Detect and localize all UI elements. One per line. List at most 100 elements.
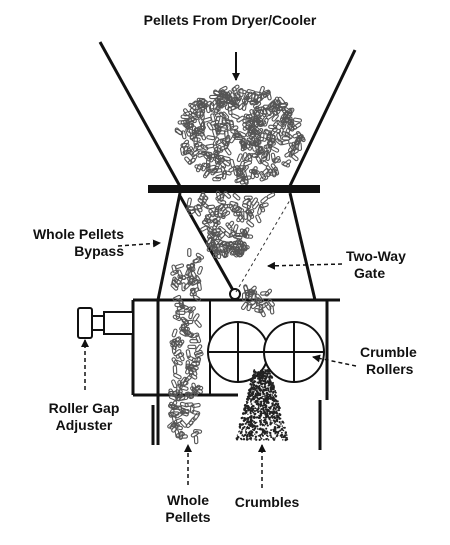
crumble-particle	[265, 415, 268, 418]
crumble-particle	[251, 415, 253, 417]
crumble-particle	[268, 416, 271, 419]
crumble-particle	[273, 423, 276, 425]
crumble-particle	[268, 406, 270, 409]
pellet-stream-bypass	[167, 247, 205, 445]
pellet	[181, 273, 190, 280]
pellet	[171, 389, 180, 397]
crumble-particle	[247, 432, 250, 435]
crumble-particle	[256, 421, 258, 424]
crumble-particle	[264, 411, 267, 413]
pellet	[250, 117, 260, 123]
pellet	[179, 385, 189, 391]
pellet	[234, 92, 241, 101]
pellet	[186, 128, 196, 135]
crumble-particle	[255, 416, 258, 419]
pellet	[202, 116, 212, 123]
pellet	[193, 256, 202, 264]
crumble-particle	[267, 389, 270, 392]
crumble-particle	[251, 411, 254, 413]
crumble-particle	[273, 404, 276, 407]
pellet	[188, 208, 197, 216]
crumble-particle	[267, 438, 269, 440]
pellet	[259, 171, 267, 180]
crumble-particle	[271, 410, 274, 413]
label-whole-pellets-bypass: Whole Pellets Bypass	[32, 226, 124, 259]
crumble-particle	[253, 409, 256, 412]
crumble-particle	[267, 380, 270, 383]
crumble-particle	[251, 385, 253, 387]
pellet	[260, 291, 270, 296]
pellet	[198, 98, 208, 105]
lower-funnel	[156, 192, 317, 301]
crumble-particle	[282, 426, 285, 429]
pellet	[176, 431, 185, 438]
pellet	[270, 152, 276, 162]
pellet	[194, 111, 204, 116]
crumble-particle	[246, 434, 249, 438]
crumble-particle	[266, 387, 270, 390]
pellet	[266, 192, 276, 199]
crumble-particle	[252, 397, 255, 401]
crumble-particle	[274, 391, 277, 394]
crumble-particle	[262, 382, 265, 384]
crumble-particle	[240, 430, 243, 434]
pellet	[168, 401, 178, 410]
crumble-particle	[252, 415, 256, 419]
crumble-particle	[247, 427, 250, 430]
pellet	[258, 117, 264, 127]
pellet	[180, 304, 190, 311]
pellet	[213, 168, 223, 174]
crumble-particle	[277, 408, 281, 412]
crumble-particle	[275, 395, 278, 397]
crumble-particle	[255, 408, 258, 410]
pellet	[259, 85, 265, 95]
crumble-particle	[266, 424, 269, 427]
crumble-particle	[256, 381, 259, 384]
crumble-particle	[252, 386, 255, 389]
crumble-particle	[239, 426, 242, 429]
crumble-particle	[241, 438, 243, 441]
pellet	[210, 210, 220, 216]
pellet	[224, 130, 229, 140]
pellet	[179, 419, 188, 428]
pellet	[180, 316, 189, 324]
crumble-particle	[250, 430, 253, 433]
crumble-particle	[281, 425, 284, 427]
crumble-particle	[259, 372, 262, 375]
pellet	[189, 263, 195, 273]
crumble-particle	[265, 369, 267, 372]
pellet	[230, 129, 239, 136]
crumble-particle	[241, 428, 244, 431]
crumble-particle	[248, 434, 251, 438]
pellet	[242, 230, 250, 239]
crumble-particle	[282, 439, 284, 441]
crumble-particle	[258, 415, 261, 418]
pellet	[273, 166, 280, 176]
pellet	[189, 107, 198, 116]
pellet	[207, 230, 216, 239]
crumble-particle	[245, 428, 247, 431]
pellet	[179, 146, 186, 156]
crumble-particle	[256, 393, 259, 396]
pellet	[191, 137, 201, 142]
pellet	[212, 218, 221, 226]
crumble-particle	[258, 386, 261, 390]
crumble-particle	[262, 389, 264, 392]
crumble-particle	[276, 433, 279, 436]
pellet	[270, 163, 278, 172]
pellet	[217, 199, 227, 205]
crumble-particle	[247, 406, 251, 409]
crumble-particle	[269, 410, 271, 413]
pellet	[263, 128, 272, 137]
pellet	[246, 302, 252, 312]
crumble-particle	[269, 373, 272, 375]
crumble-particle	[254, 427, 257, 430]
crumble-particle	[260, 437, 263, 440]
pellet	[288, 125, 298, 131]
pellet	[171, 328, 178, 338]
pellet	[205, 157, 211, 167]
pellet	[265, 151, 270, 161]
pellet	[220, 209, 228, 218]
crumble-particle	[269, 391, 272, 393]
pellet	[206, 122, 214, 131]
